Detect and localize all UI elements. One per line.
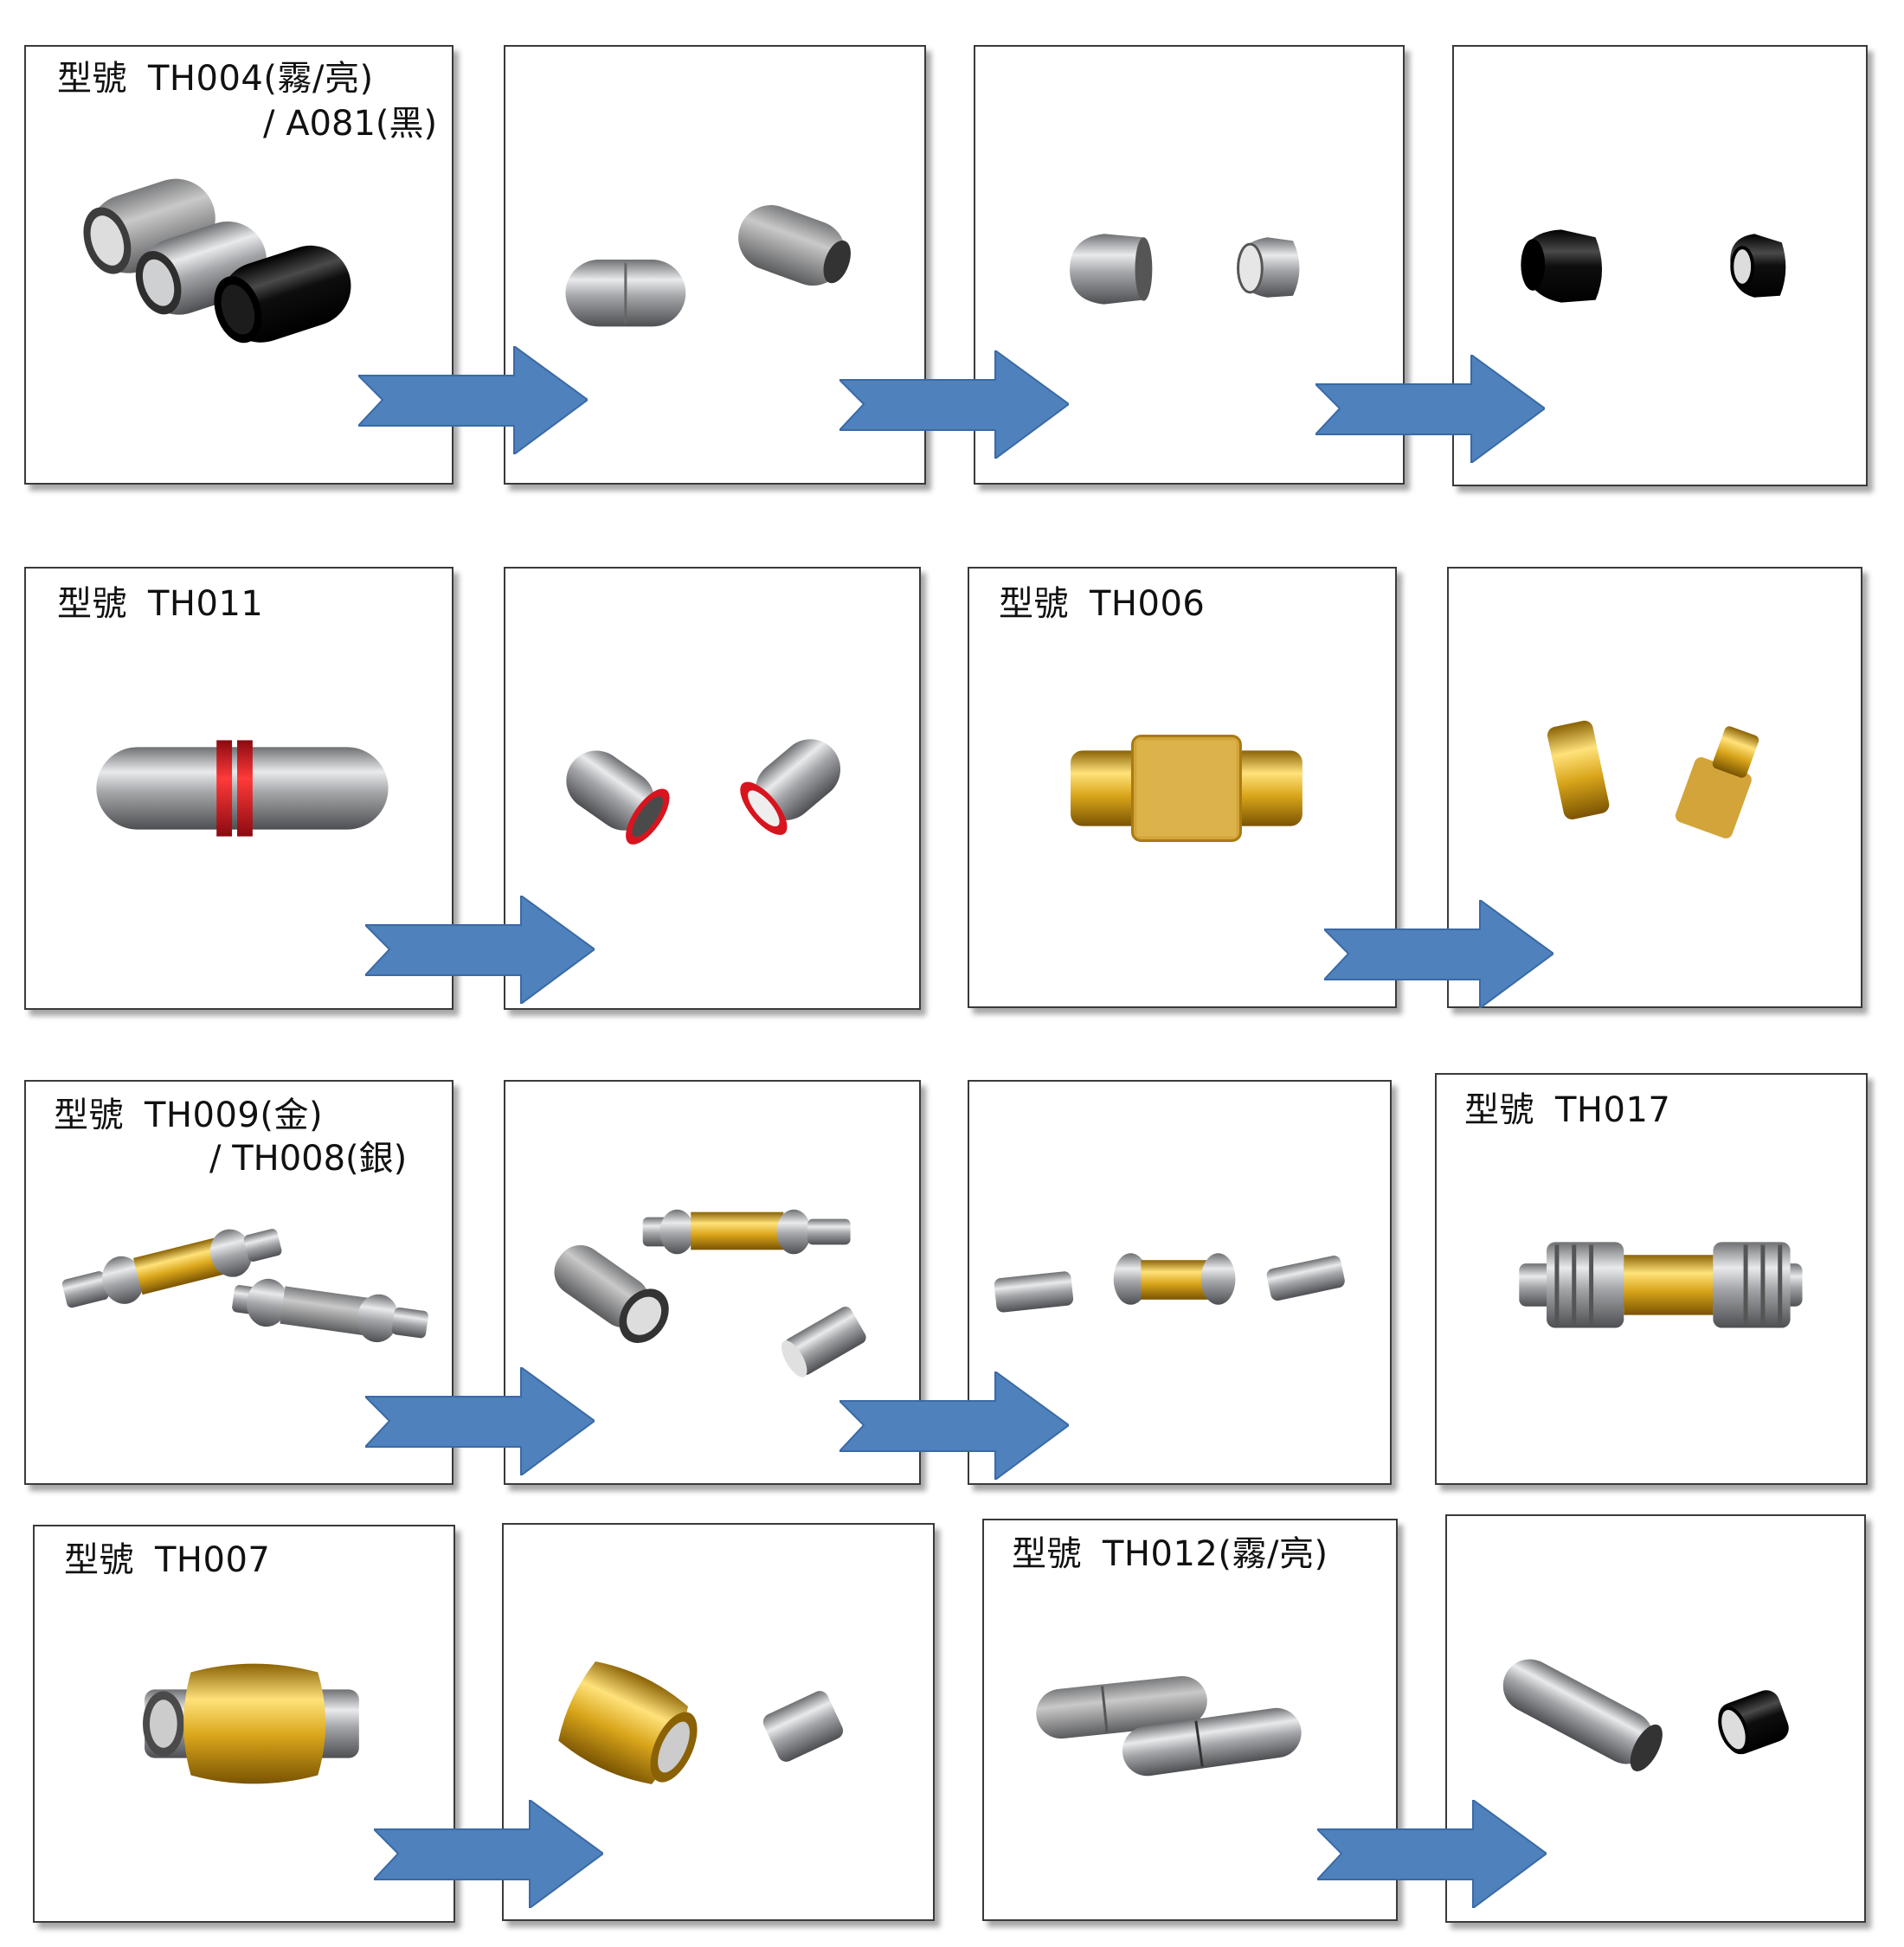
product-card-th009-parts-2 (968, 1080, 1392, 1485)
product-card-th007-parts (502, 1523, 935, 1921)
black-clasp-halves-image (1521, 229, 1786, 303)
gold-barrel-clasp-image (143, 1663, 359, 1784)
right-arrow-icon (839, 1372, 1069, 1480)
red-ring-halves-image (566, 739, 841, 845)
right-arrow-icon (374, 1800, 603, 1908)
right-arrow-icon (1315, 355, 1545, 463)
clasp-open-image (565, 205, 851, 327)
gold-tube-halves-image (1547, 720, 1759, 839)
right-arrow-icon (1317, 1800, 1547, 1908)
model-label-line2: / A081(黑) (263, 104, 438, 144)
right-arrow-icon (365, 1367, 595, 1475)
clasp-red-ring-image (96, 740, 389, 837)
clasp-halves-image (1070, 234, 1300, 305)
long-clasps-image (1036, 1675, 1302, 1777)
right-arrow-icon (839, 350, 1069, 459)
gold-barrel-halves-image (558, 1661, 844, 1784)
long-clasp-halves-image (1502, 1659, 1789, 1771)
gold-clasp-exploded-image (994, 1253, 1345, 1313)
model-label-line2: / TH008(銀) (209, 1139, 408, 1179)
product-card-th012-parts (1445, 1514, 1866, 1923)
gold-tube-clasp-image (1071, 734, 1303, 842)
ribbed-gold-clasp-image (1519, 1242, 1803, 1328)
clasp-trio-image (83, 178, 351, 344)
right-arrow-icon (358, 346, 588, 454)
gold-clasp-parts-image (554, 1209, 866, 1378)
gold-silver-clasps-image (61, 1229, 428, 1343)
right-arrow-icon (1324, 900, 1553, 1008)
product-card-th004-parts-1 (504, 45, 926, 485)
right-arrow-icon (365, 896, 595, 1004)
